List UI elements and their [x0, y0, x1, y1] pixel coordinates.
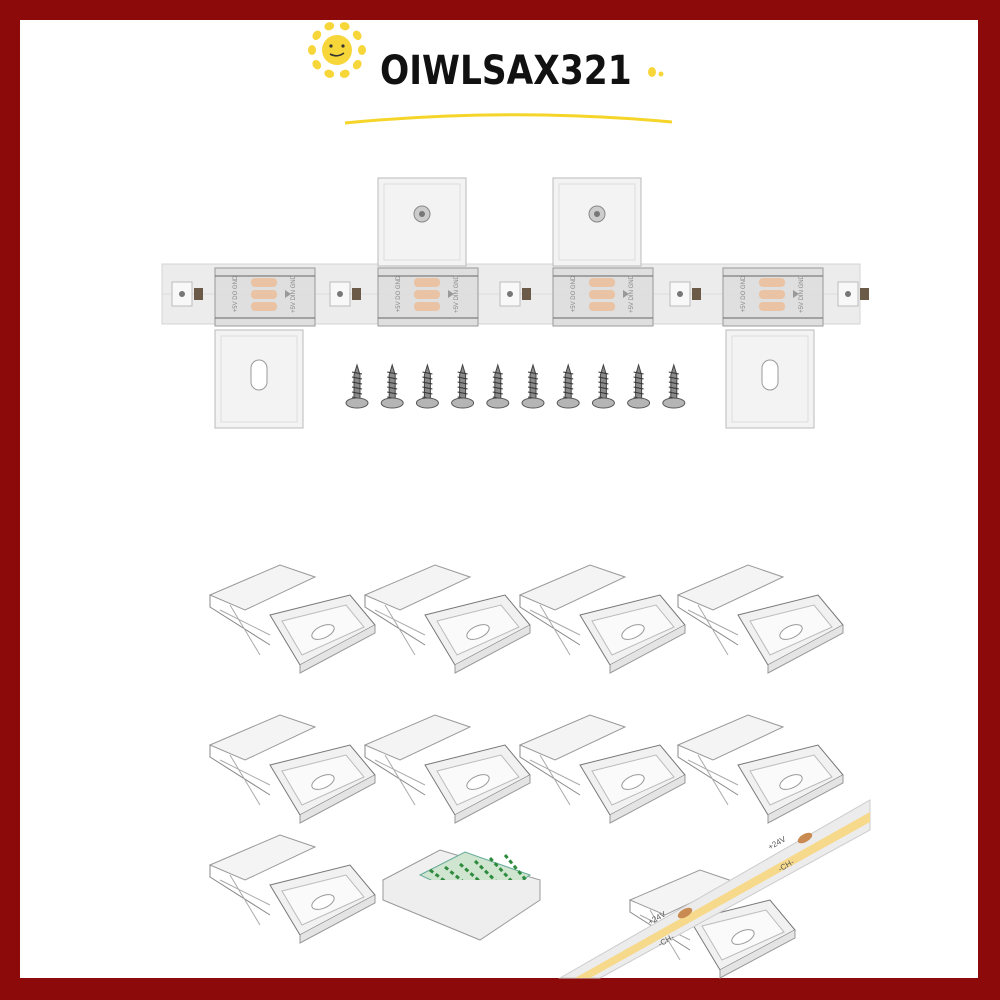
- led-chip: [837, 281, 869, 307]
- pad-label: +5V DIN GND: [291, 274, 297, 313]
- mounting-clip: [363, 714, 531, 824]
- arrow-icon: [623, 290, 629, 298]
- copper-pad: [797, 832, 813, 844]
- screw-slot: [779, 624, 803, 640]
- arrow-icon: [285, 290, 291, 298]
- mounting-clip: [363, 564, 531, 674]
- copper-pad: [251, 302, 277, 311]
- screw-slot: [731, 929, 755, 945]
- screw-slot: [621, 624, 645, 640]
- pad-label: +5V DIN GND: [629, 274, 635, 313]
- screw-icon: [380, 363, 404, 409]
- strip-connector: +5V DO GND +5V DIN GND: [377, 267, 479, 327]
- mounting-clip: [208, 714, 376, 824]
- copper-pad: [759, 278, 785, 287]
- connector-cover: [377, 177, 467, 267]
- screw-slot: [761, 359, 779, 391]
- pad-label: +5V DIN GND: [799, 274, 805, 313]
- screw-icon: [451, 363, 475, 409]
- cob-light-band: [575, 812, 870, 978]
- copper-pad: [589, 302, 615, 311]
- connector-cover: [725, 329, 815, 429]
- pad-label: +5V DO GND: [396, 275, 402, 312]
- mounting-clip-on-strip: [628, 869, 796, 979]
- copper-pad: [251, 278, 277, 287]
- sparkle-dots-icon: [648, 67, 664, 77]
- screw-slot: [621, 774, 645, 790]
- connector-cover: [552, 177, 642, 267]
- arrow-icon: [448, 290, 454, 298]
- pad-label: +5V DIN GND: [454, 274, 460, 313]
- copper-pad: [759, 302, 785, 311]
- copper-pad: [414, 278, 440, 287]
- connector-cover: [214, 329, 304, 429]
- mounting-clip-with-adhesive: [381, 849, 542, 941]
- copper-pad: [414, 290, 440, 299]
- mounting-clip: [518, 714, 686, 824]
- pad-label: +5V DO GND: [233, 275, 239, 312]
- screw-icon: [486, 363, 510, 409]
- mounting-clip-set: [208, 564, 844, 979]
- copper-pad: [251, 290, 277, 299]
- product-image: [20, 20, 978, 978]
- mounting-clip: [208, 564, 376, 674]
- underline-swoosh: [344, 113, 673, 125]
- led-chip: [329, 281, 361, 307]
- screw-icon: [591, 363, 615, 409]
- copper-pad: [414, 302, 440, 311]
- screw-slot: [311, 774, 335, 790]
- strip-connector: +5V DO GND +5V DIN GND: [214, 267, 316, 327]
- led-strip-connector-assembly: +5V DO GND +5V DIN GND +5V DO GND +5V DIN G…: [161, 177, 869, 429]
- screw-icon: [627, 363, 651, 409]
- mounting-clip: [676, 714, 844, 824]
- screw-icon: [345, 363, 369, 409]
- copper-pad: [589, 278, 615, 287]
- screw-set: [345, 363, 686, 409]
- brand-name: OIWLSAX321: [380, 48, 632, 94]
- mounting-clip: [676, 564, 844, 674]
- led-chip: [171, 281, 203, 307]
- mounting-clip: [518, 564, 686, 674]
- copper-pad: [677, 907, 693, 919]
- mounting-clip: [208, 834, 376, 944]
- strip-connector: +5V DO GND +5V DIN GND: [552, 267, 654, 327]
- screw-slot: [466, 624, 490, 640]
- screw-slot: [311, 624, 335, 640]
- sun-logo-icon: [308, 22, 366, 78]
- strip-connector: +5V DO GND +5V DIN GND: [722, 267, 824, 327]
- screw-icon: [415, 363, 439, 409]
- screw-slot: [311, 894, 335, 910]
- screw-icon: [662, 363, 686, 409]
- led-chip: [499, 281, 531, 307]
- pad-label: +5V DO GND: [571, 275, 577, 312]
- arrow-icon: [793, 290, 799, 298]
- led-chip: [669, 281, 701, 307]
- screw-icon: [556, 363, 580, 409]
- cob-strip-with-clip: +24V-CH-+24V-CH-: [558, 799, 871, 979]
- screw-slot: [779, 774, 803, 790]
- copper-pad: [759, 290, 785, 299]
- screw-icon: [521, 363, 545, 409]
- screw-slot: [250, 359, 268, 391]
- copper-pad: [589, 290, 615, 299]
- pad-label: +5V DO GND: [741, 275, 747, 312]
- screw-slot: [466, 774, 490, 790]
